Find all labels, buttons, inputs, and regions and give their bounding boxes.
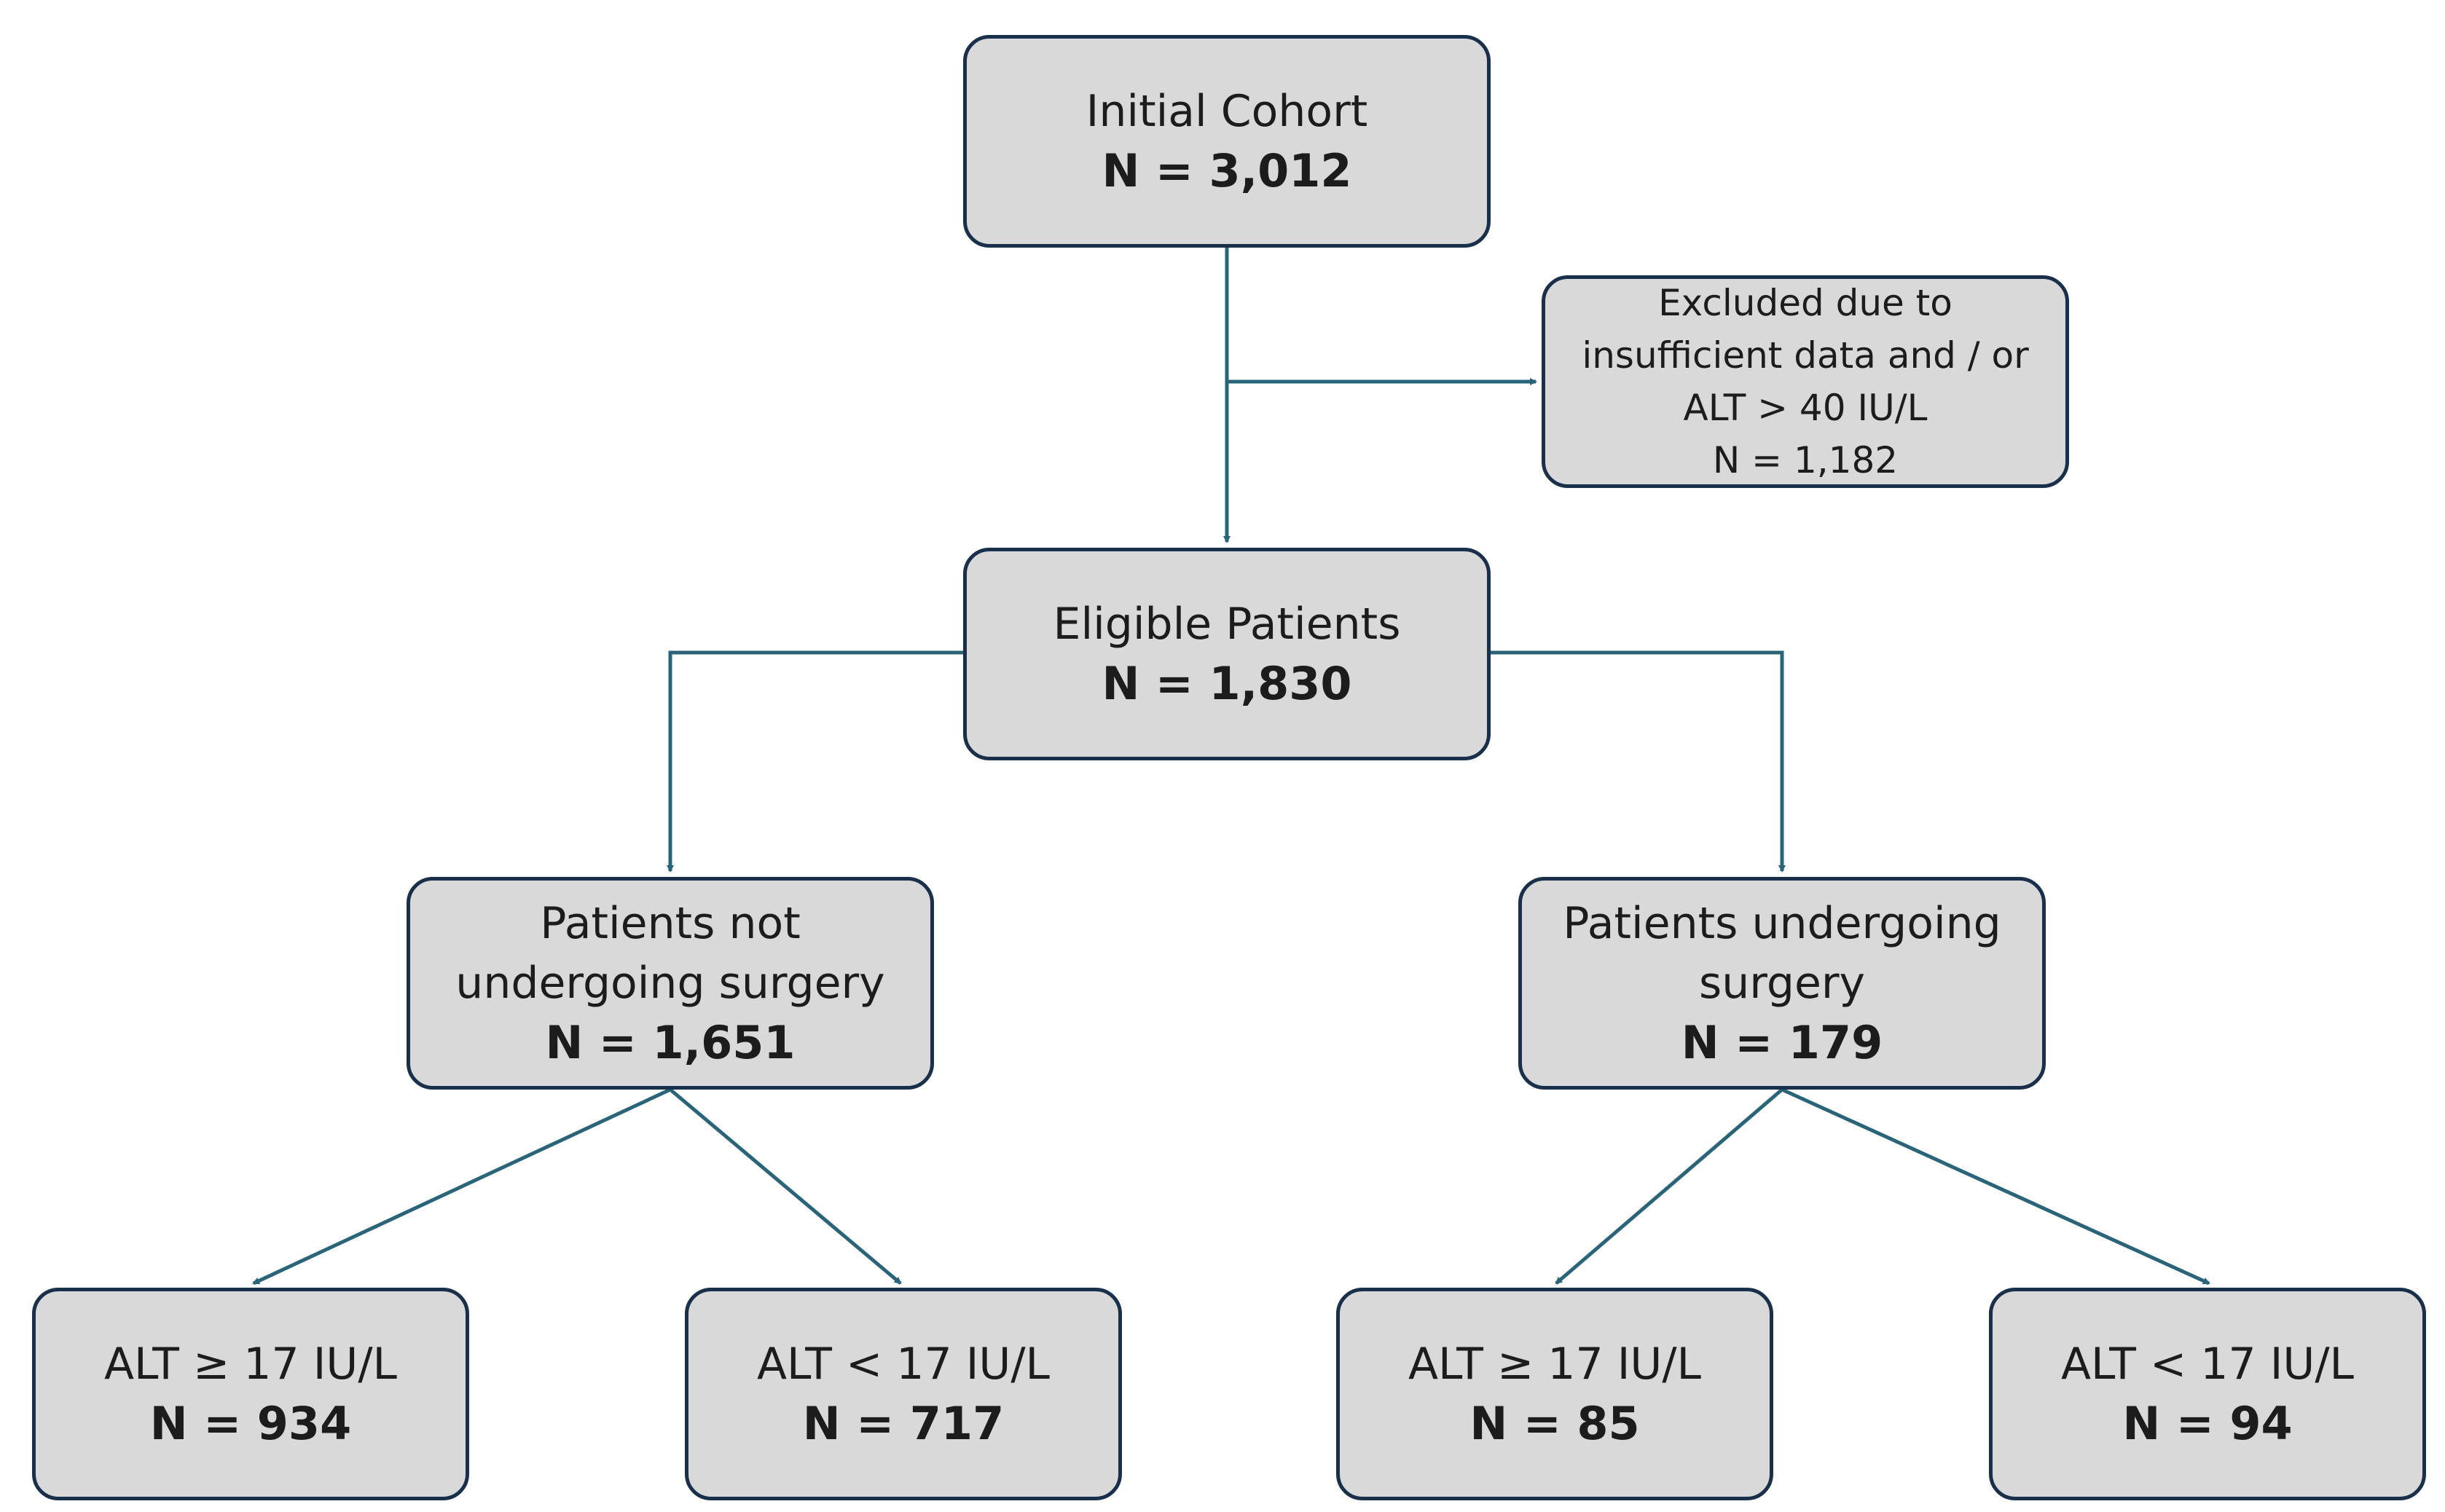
arrow-eligible-to-surgery: [1491, 650, 1786, 873]
no-surgery-label-line-2: undergoing surgery: [455, 958, 885, 1009]
surgery-alt-low-label: ALT < 17 IU/L: [2061, 1339, 2354, 1390]
no-surgery-alt-low-count: N = 717: [802, 1397, 1005, 1450]
eligible-patients-count: N = 1,830: [1102, 657, 1352, 710]
arrow-surgery-to-alt-low: [1781, 1087, 2210, 1285]
no-surgery-count: N = 1,651: [545, 1016, 796, 1069]
surgery-label-line-2: surgery: [1698, 958, 1866, 1009]
surgery-label-line-1: Patients undergoing: [1563, 898, 2001, 949]
surgery-alt-low-count: N = 94: [2122, 1397, 2293, 1450]
eligible-patients-box: Eligible Patients N = 1,830: [963, 548, 1491, 760]
surgery-alt-high-count: N = 85: [1469, 1397, 1640, 1450]
no-surgery-alt-high-count: N = 934: [149, 1397, 352, 1450]
arrow-no-surgery-to-alt-low: [669, 1088, 902, 1285]
excluded-line-2: insufficient data and / or: [1582, 334, 2029, 377]
no-surgery-box: Patients not undergoing surgery N = 1,65…: [407, 877, 934, 1090]
surgery-alt-low-box: ALT < 17 IU/L N = 94: [1989, 1288, 2426, 1500]
no-surgery-alt-high-label: ALT ≥ 17 IU/L: [104, 1339, 397, 1390]
surgery-box: Patients undergoing surgery N = 179: [1518, 877, 2046, 1090]
initial-cohort-box: Initial Cohort N = 3,012: [963, 35, 1491, 248]
surgery-count: N = 179: [1681, 1016, 1883, 1069]
surgery-alt-high-label: ALT ≥ 17 IU/L: [1408, 1339, 1701, 1390]
no-surgery-alt-low-box: ALT < 17 IU/L N = 717: [685, 1288, 1122, 1500]
excluded-line-1: Excluded due to: [1658, 282, 1953, 324]
no-surgery-alt-high-box: ALT ≥ 17 IU/L N = 934: [32, 1288, 469, 1500]
eligible-patients-label: Eligible Patients: [1053, 599, 1401, 650]
arrow-no-surgery-to-alt-high: [252, 1087, 672, 1285]
no-surgery-label-line-1: Patients not: [540, 898, 801, 949]
excluded-line-3: ALT > 40 IU/L: [1683, 387, 1928, 429]
excluded-count: N = 1,182: [1712, 439, 1899, 481]
initial-cohort-count: N = 3,012: [1102, 144, 1352, 197]
initial-cohort-label: Initial Cohort: [1086, 86, 1368, 137]
arrow-surgery-to-alt-high: [1555, 1088, 1783, 1285]
excluded-box: Excluded due to insufficient data and / …: [1542, 275, 2069, 488]
surgery-alt-high-box: ALT ≥ 17 IU/L N = 85: [1336, 1288, 1773, 1500]
no-surgery-alt-low-label: ALT < 17 IU/L: [757, 1339, 1050, 1390]
arrow-eligible-to-no-surgery: [667, 650, 963, 873]
